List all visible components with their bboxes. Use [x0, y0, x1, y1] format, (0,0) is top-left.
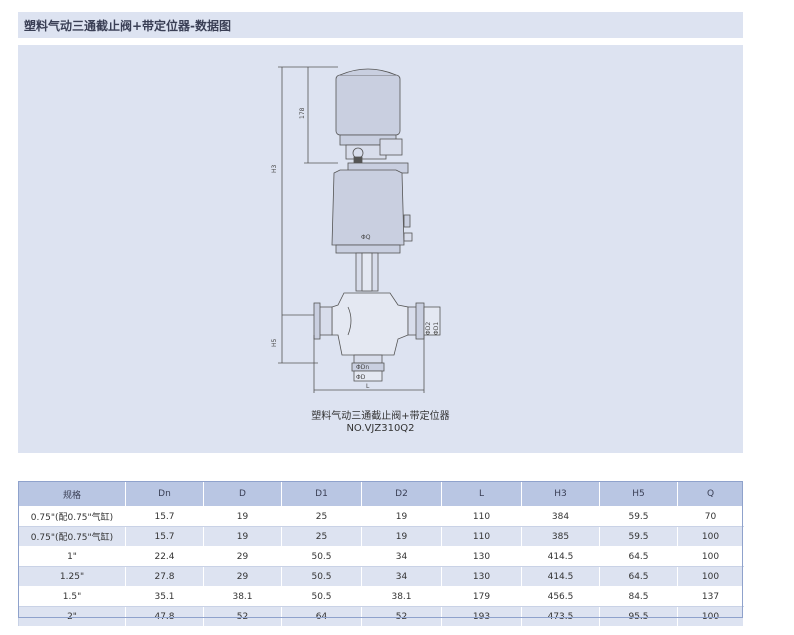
table-cell: 50.5 [281, 586, 362, 607]
diagram-panel: H3 178 H5 L ΦQ ΦDn ΦD ΦD2 ΦD1 塑料气动三通截止阀+… [18, 45, 743, 453]
table-cell: 0.75"(配0.75"气缸) [18, 526, 126, 547]
table-cell: 19 [203, 506, 282, 527]
table-cell: 52 [203, 606, 282, 627]
table-cell: 64.5 [599, 546, 678, 567]
table-cell: 34 [361, 546, 442, 567]
table-cell: 414.5 [521, 566, 600, 587]
table-cell: 384 [521, 506, 600, 527]
table-cell: 29 [203, 566, 282, 587]
l-label: L [366, 383, 370, 390]
header-cell: Q [677, 481, 744, 507]
table-cell: 100 [677, 546, 744, 567]
table-cell: 110 [441, 526, 522, 547]
d1-label: ΦD1 [433, 322, 440, 335]
table-cell: 2" [18, 606, 126, 627]
dim-178-label: 178 [299, 107, 306, 119]
header-cell: H3 [521, 481, 600, 507]
table-cell: 1.25" [18, 566, 126, 587]
table-cell: 59.5 [599, 506, 678, 527]
header-cell: D2 [361, 481, 442, 507]
table-cell: 193 [441, 606, 522, 627]
h5-label: H5 [271, 338, 278, 347]
table-cell: 110 [441, 506, 522, 527]
table-cell: 414.5 [521, 546, 600, 567]
table-cell: 22.4 [125, 546, 204, 567]
table-cell: 19 [203, 526, 282, 547]
table-cell: 137 [677, 586, 744, 607]
table-cell: 27.8 [125, 566, 204, 587]
dn-label: ΦDn [356, 364, 369, 371]
table-cell: 473.5 [521, 606, 600, 627]
table-cell: 64 [281, 606, 362, 627]
table-cell: 84.5 [599, 586, 678, 607]
table-cell: 100 [677, 566, 744, 587]
section-title: 塑料气动三通截止阀+带定位器-数据图 [24, 19, 232, 33]
table-cell: 25 [281, 506, 362, 527]
table-cell: 64.5 [599, 566, 678, 587]
header-cell: 规格 [18, 481, 126, 507]
table-cell: 100 [677, 526, 744, 547]
diagram-caption-model: NO.VJZ310Q2 [346, 423, 415, 434]
table-cell: 38.1 [203, 586, 282, 607]
table-cell: 59.5 [599, 526, 678, 547]
table-cell: 38.1 [361, 586, 442, 607]
q-label: ΦQ [361, 234, 371, 241]
table-cell: 19 [361, 506, 442, 527]
table-cell: 29 [203, 546, 282, 567]
section-title-bar: 塑料气动三通截止阀+带定位器-数据图 [18, 12, 743, 38]
table-cell: 0.75"(配0.75"气缸) [18, 506, 126, 527]
table-cell: 34 [361, 566, 442, 587]
table-cell: 179 [441, 586, 522, 607]
h3-label: H3 [271, 164, 278, 173]
spec-table: 规格 Dn D D1 D2 L H3 H5 Q 0.75"(配0.75"气缸)1… [18, 481, 744, 627]
table-header-row: 规格 Dn D D1 D2 L H3 H5 Q [18, 481, 744, 507]
d2-label: ΦD2 [425, 322, 432, 335]
table-cell: 52 [361, 606, 442, 627]
table-cell: 15.7 [125, 506, 204, 527]
table-cell: 130 [441, 566, 522, 587]
table-cell: 47.8 [125, 606, 204, 627]
d-label: ΦD [356, 374, 366, 381]
table-cell: 50.5 [281, 546, 362, 567]
header-cell: H5 [599, 481, 678, 507]
header-cell: D1 [281, 481, 362, 507]
table-cell: 19 [361, 526, 442, 547]
header-cell: L [441, 481, 522, 507]
table-cell: 25 [281, 526, 362, 547]
table-cell: 385 [521, 526, 600, 547]
valve-drawing: H3 178 H5 L ΦQ ΦDn ΦD ΦD2 ΦD1 [271, 66, 441, 393]
table-cell: 15.7 [125, 526, 204, 547]
table-cell: 100 [677, 606, 744, 627]
table-cell: 1" [18, 546, 126, 567]
table-cell: 50.5 [281, 566, 362, 587]
table-cell: 456.5 [521, 586, 600, 607]
table-cell: 130 [441, 546, 522, 567]
header-cell: D [203, 481, 282, 507]
table-cell: 1.5" [18, 586, 126, 607]
table-cell: 70 [677, 506, 744, 527]
table-cell: 95.5 [599, 606, 678, 627]
diagram-caption-name: 塑料气动三通截止阀+带定位器 [311, 411, 450, 422]
table-cell: 35.1 [125, 586, 204, 607]
header-cell: Dn [125, 481, 204, 507]
